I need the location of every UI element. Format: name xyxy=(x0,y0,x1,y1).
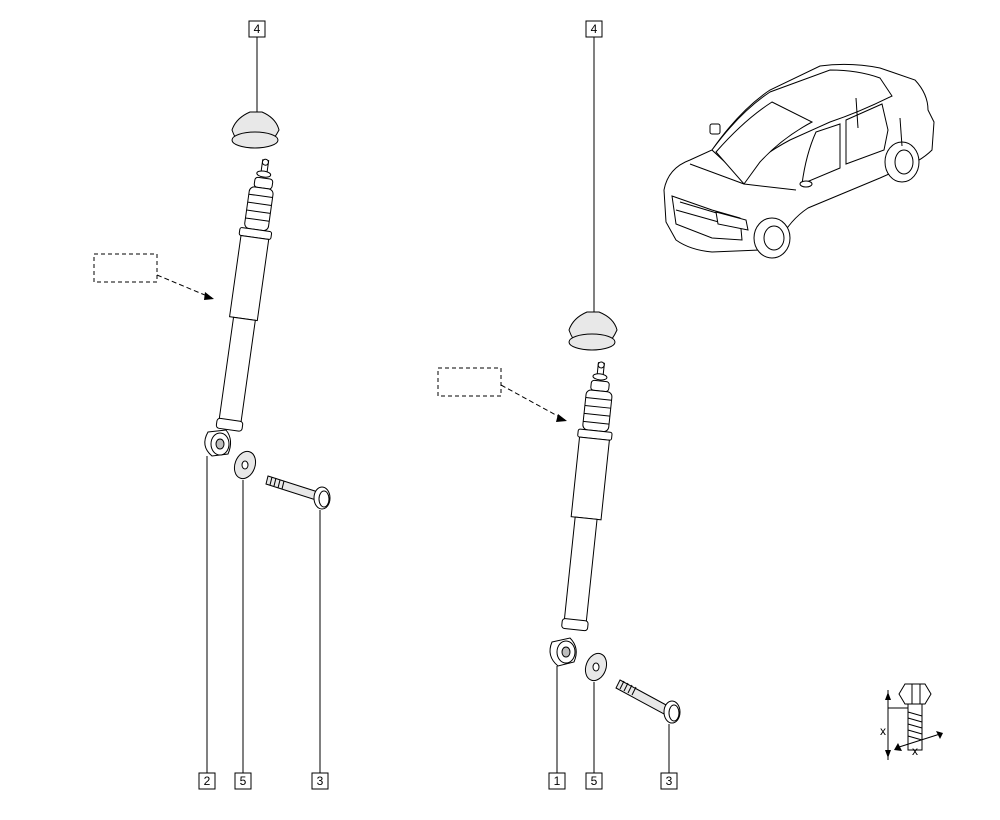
svg-text:4: 4 xyxy=(254,22,261,36)
svg-text:3: 3 xyxy=(666,774,673,788)
left-washer-callout: 5 xyxy=(234,772,252,790)
svg-text:2: 2 xyxy=(204,774,211,788)
svg-text:5: 5 xyxy=(591,774,598,788)
right-eye-bushing xyxy=(549,637,577,667)
right-cap xyxy=(568,311,618,351)
right-bolt xyxy=(615,679,681,724)
right-top-callout: 4 xyxy=(585,20,603,38)
svg-text:5: 5 xyxy=(240,774,247,788)
left-bolt xyxy=(265,475,331,510)
left-assembly: 4 xyxy=(93,20,331,790)
dim-vertical-label: x xyxy=(880,724,886,738)
svg-text:1: 1 xyxy=(554,774,561,788)
left-eye-bushing xyxy=(204,429,232,457)
right-shock-callout: 1 xyxy=(548,772,566,790)
left-shock-absorber xyxy=(215,158,274,432)
left-washer xyxy=(233,450,257,480)
right-assembly: 4 xyxy=(437,20,681,790)
left-cap xyxy=(231,111,280,149)
car-illustration xyxy=(663,63,935,259)
left-reference-box xyxy=(93,253,214,300)
svg-text:3: 3 xyxy=(317,774,324,788)
right-bolt-callout: 3 xyxy=(660,772,678,790)
bolt-torque-symbol: x x xyxy=(880,683,943,760)
svg-text:4: 4 xyxy=(591,22,598,36)
right-reference-box xyxy=(437,367,567,422)
right-washer xyxy=(584,652,608,682)
right-shock-absorber xyxy=(561,361,613,632)
left-bolt-callout: 3 xyxy=(311,772,329,790)
left-shock-callout: 2 xyxy=(198,772,216,790)
dim-horizontal-label: x xyxy=(912,744,918,758)
right-washer-callout: 5 xyxy=(585,772,603,790)
left-top-callout: 4 xyxy=(248,20,266,38)
